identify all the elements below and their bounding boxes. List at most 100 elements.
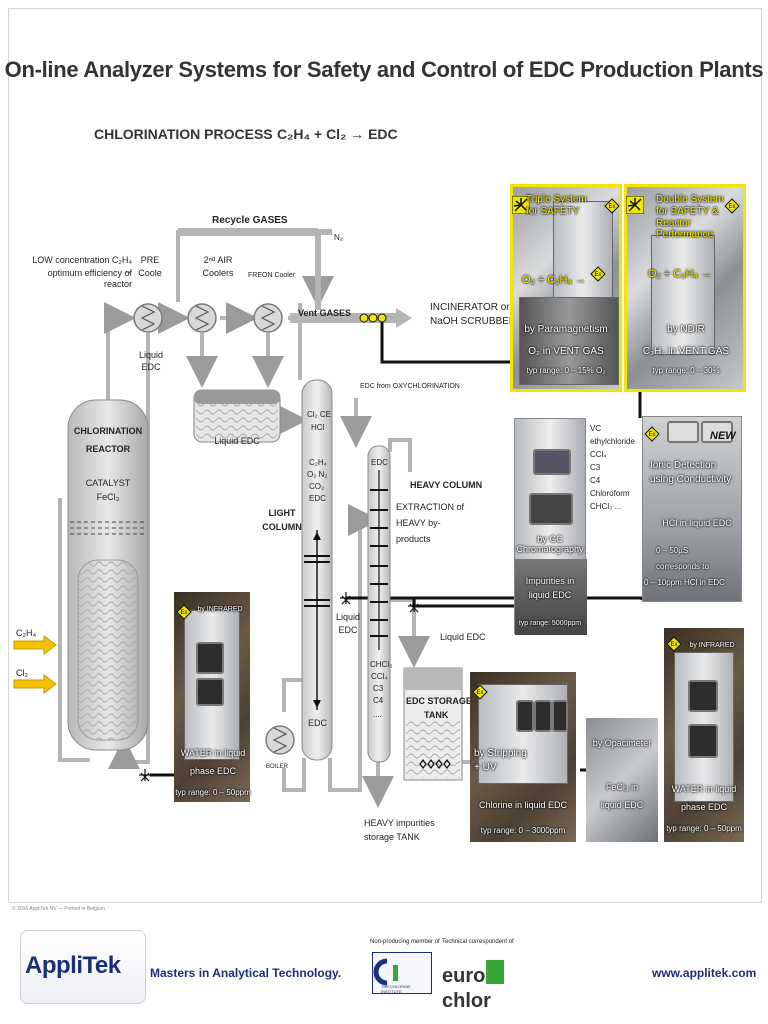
heavy-impurities-label-2: storage TANK bbox=[364, 832, 420, 842]
process-title: CHLORINATION PROCESS bbox=[94, 126, 273, 142]
water-analyzer-2 bbox=[664, 628, 744, 842]
reactor-label-2: REACTOR bbox=[85, 444, 131, 454]
triple-target: O₂ in VENT GAS bbox=[528, 346, 604, 357]
eurochlor-badge bbox=[486, 960, 504, 984]
eurochlor-logo: euro chlor bbox=[442, 954, 504, 1012]
svg-text:Ex: Ex bbox=[476, 690, 483, 696]
light-col-mid-1: C₂H₄ bbox=[309, 458, 327, 467]
triple-range: typ range: 0 – 15% O₂ bbox=[526, 366, 606, 375]
catalyst-label: CATALYST bbox=[85, 478, 131, 488]
svg-text:Ex: Ex bbox=[608, 204, 615, 210]
freon-cooler-label: FREON Cooler bbox=[248, 272, 296, 279]
air-coolers-label-2: Coolers bbox=[202, 268, 234, 278]
svg-text:Ex: Ex bbox=[648, 432, 655, 438]
reactor-label: CHLORINATION bbox=[73, 426, 143, 436]
ex-atex-icon: Ex bbox=[472, 684, 488, 700]
light-col-bottom-label: EDC bbox=[308, 718, 328, 728]
gc-target-2: liquid EDC bbox=[528, 590, 572, 600]
low-conc-label: LOW concentration C₂H₄ → bbox=[32, 255, 132, 277]
water2-target-1: WATER in liquid bbox=[671, 784, 737, 794]
light-col-top-label: Cl₂ CE bbox=[307, 410, 331, 419]
water2-method: by INFRARED bbox=[689, 642, 735, 649]
svg-text:Ex: Ex bbox=[670, 642, 677, 648]
eurochlor-text: euro chlor bbox=[442, 965, 491, 1012]
copyright-text: © 2016 AppliTek NV — Printed in Belgium bbox=[12, 906, 105, 912]
gc-range: typ range: 5000ppm bbox=[518, 620, 582, 627]
pre-cooler-label: PRE bbox=[140, 255, 160, 265]
liquid-edc-mid-label-2: EDC bbox=[338, 625, 358, 635]
extraction-label-3: products bbox=[396, 534, 431, 544]
ionic-line1: Ionic Detection bbox=[650, 460, 717, 471]
ionic-range-3: 0 – 10ppm HCl in EDC bbox=[644, 578, 725, 587]
chlorine-analyzer bbox=[470, 672, 576, 842]
liquid-edc-top-label: Liquid bbox=[138, 350, 164, 360]
incinerator-label: INCINERATOR or bbox=[430, 302, 510, 313]
slogan: Masters in Analytical Technology. bbox=[150, 966, 342, 980]
n2-label: N₂ bbox=[334, 233, 343, 242]
brand-name: AppliTek bbox=[25, 952, 121, 979]
ionic-range-2: corresponds to bbox=[656, 562, 709, 571]
explosion-hazard-icon bbox=[626, 196, 644, 214]
fecl3-method: by Opacimeter bbox=[592, 738, 652, 748]
applitek-logo: AppliTek bbox=[20, 930, 146, 1004]
recycle-gases-label: Recycle GASES bbox=[212, 215, 288, 226]
gc-compound: ethylchloride bbox=[590, 437, 635, 446]
double-line2: for SAFETY & bbox=[656, 206, 719, 217]
light-column-label: LIGHT bbox=[268, 508, 296, 518]
heavy-col-bottom-3: C3 bbox=[373, 684, 384, 693]
liquid-edc-top-label-2: EDC bbox=[141, 362, 161, 372]
storage-tank-label-2: TANK bbox=[424, 710, 449, 720]
chlorine-method-2: + UV bbox=[474, 762, 497, 773]
light-col-mid-2: O₂ N₂ bbox=[307, 470, 328, 479]
ionic-line2: using Conductivity bbox=[650, 474, 732, 485]
double-range: typ range: 0 – 30% bbox=[652, 366, 720, 375]
chlorine-target: Chlorine in liquid EDC bbox=[478, 800, 568, 810]
extraction-label: EXTRACTION of bbox=[396, 502, 465, 512]
gc-compound: C3 bbox=[590, 463, 601, 472]
chlorine-institute-logo: THE CHLORINE INSTITUTE bbox=[372, 952, 432, 994]
website-link[interactable]: www.applitek.com bbox=[652, 966, 757, 980]
fecl3-analyzer bbox=[586, 718, 658, 842]
new-badge: NEW bbox=[710, 430, 736, 442]
svg-text:Ex: Ex bbox=[594, 272, 601, 278]
heavy-col-bottom-2: CCl₄ bbox=[371, 672, 388, 681]
pre-cooler-label-2: Coole bbox=[138, 268, 162, 278]
triple-line2: for SAFETY bbox=[526, 206, 580, 217]
gc-target-1: Impurities in bbox=[525, 576, 575, 586]
ex-atex-icon: Ex bbox=[176, 604, 192, 620]
fecl3-target-2: liquid EDC bbox=[600, 800, 644, 810]
explosion-hazard-icon bbox=[512, 196, 530, 214]
water1-range: typ range: 0 – 50ppm bbox=[175, 788, 251, 797]
optimum-label: optimum efficiency of reactor bbox=[47, 268, 132, 290]
double-method: by NDIR bbox=[667, 324, 705, 335]
gc-method: by GC Chromatography bbox=[516, 534, 584, 554]
liquid-edc-right-label: Liquid EDC bbox=[440, 632, 486, 642]
storage-tank-label: EDC STORAGE bbox=[406, 696, 472, 706]
page-title: On-line Analyzer Systems for Safety and … bbox=[4, 57, 764, 82]
member-label: Non-producing member of bbox=[370, 939, 440, 945]
boiler-label: BOILER bbox=[266, 764, 289, 770]
heavy-col-bottom-1: CHCl₃ bbox=[370, 660, 393, 669]
gc-compound: CHCl₃ ... bbox=[590, 502, 622, 511]
ex-atex-icon: Ex bbox=[666, 636, 682, 652]
light-col-top-label-2: HCl bbox=[311, 423, 325, 432]
c2h4-feed-label: C₂H₄ bbox=[16, 628, 37, 638]
double-line3: Reactor Performance bbox=[656, 218, 714, 240]
triple-method: by Paramagnetism bbox=[524, 324, 608, 335]
ex-atex-icon: Ex bbox=[590, 266, 606, 282]
water2-range: typ range: 0 – 50ppm bbox=[666, 824, 742, 833]
gc-compound: Chloroform bbox=[590, 489, 630, 498]
double-line1: Double System bbox=[656, 194, 724, 205]
chlorine-range: typ range: 0 – 3000ppm bbox=[480, 826, 566, 835]
fecl3-target-1: FeCl₃ in bbox=[605, 782, 639, 792]
water2-target-2: phase EDC bbox=[680, 802, 728, 812]
extraction-label-2: HEAVY by- bbox=[396, 518, 441, 528]
ionic-target: HCl in liquid EDC bbox=[662, 518, 732, 528]
heavy-col-bottom-4: C4 bbox=[373, 696, 384, 705]
water-analyzer-1 bbox=[174, 592, 250, 802]
double-system-analyzer bbox=[624, 184, 746, 392]
ex-atex-icon: Ex bbox=[644, 426, 660, 442]
gc-compound: C4 bbox=[590, 476, 601, 485]
chlorine-institute-icon bbox=[373, 958, 398, 986]
scrubber-label: NaOH SCRUBBER bbox=[430, 316, 517, 327]
